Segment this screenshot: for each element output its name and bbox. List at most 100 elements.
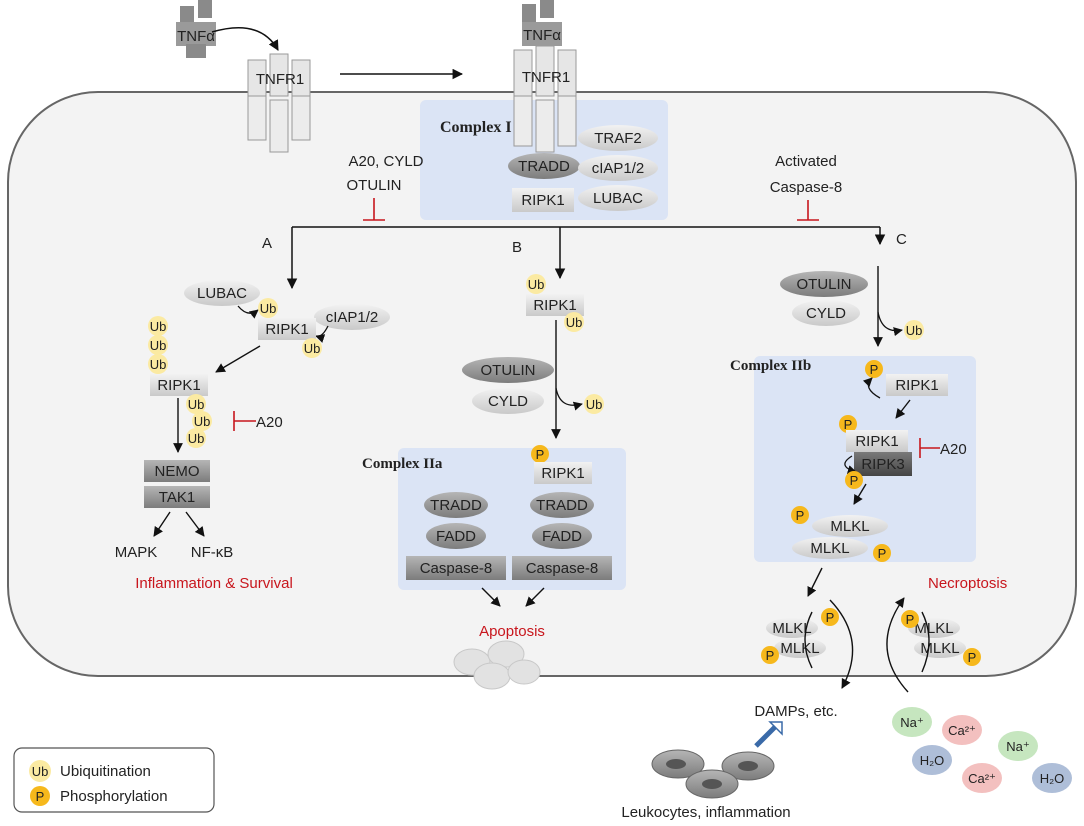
a-lubac: LUBAC bbox=[184, 280, 260, 306]
tnf-ligand-left: TNFα bbox=[176, 0, 216, 58]
a20-inhibit-bar-c bbox=[919, 438, 940, 458]
svg-text:CYLD: CYLD bbox=[488, 393, 528, 410]
svg-text:Caspase-8: Caspase-8 bbox=[526, 560, 599, 577]
b-tradd-left: TRADD bbox=[424, 492, 488, 518]
ub-marker: Ub bbox=[302, 338, 322, 358]
svg-text:RIPK1: RIPK1 bbox=[265, 321, 308, 338]
svg-text:MLKL: MLKL bbox=[810, 540, 849, 557]
a-nemo: NEMO bbox=[144, 460, 210, 482]
svg-text:P: P bbox=[850, 473, 859, 488]
p-marker: P bbox=[839, 415, 857, 433]
svg-text:Na⁺: Na⁺ bbox=[1006, 739, 1029, 754]
ion-ca-2: Ca²⁺ bbox=[962, 763, 1002, 793]
svg-text:TRADD: TRADD bbox=[536, 497, 588, 514]
branch-label-a: A bbox=[262, 235, 272, 252]
svg-text:RIPK3: RIPK3 bbox=[861, 456, 904, 473]
svg-text:Caspase-8: Caspase-8 bbox=[420, 560, 493, 577]
a-ciap: cIAP1/2 bbox=[314, 304, 390, 330]
svg-text:RIPK1: RIPK1 bbox=[533, 297, 576, 314]
svg-text:LUBAC: LUBAC bbox=[593, 190, 643, 207]
inhibit-left-bar bbox=[363, 198, 385, 221]
outcome-inflammation-survival: Inflammation & Survival bbox=[135, 575, 293, 592]
binding-arrow bbox=[211, 27, 279, 51]
damps-label: DAMPs, etc. bbox=[754, 703, 837, 720]
mapk-label: MAPK bbox=[115, 544, 158, 561]
svg-text:Ub: Ub bbox=[194, 414, 211, 429]
svg-text:H₂O: H₂O bbox=[1040, 771, 1065, 786]
svg-text:P: P bbox=[968, 650, 977, 665]
ion-h2o-1: H₂O bbox=[912, 745, 952, 775]
legend-ub-marker: Ub bbox=[32, 764, 49, 779]
ub-marker: Ub bbox=[526, 274, 546, 294]
inhibitor-right-line2: Caspase-8 bbox=[770, 179, 843, 196]
a-ripk1-bottom: RIPK1 bbox=[150, 374, 208, 396]
svg-text:Na⁺: Na⁺ bbox=[900, 715, 923, 730]
a-ripk1-top: RIPK1 bbox=[258, 318, 316, 340]
tnfr1-receptor-bound: TNFR1 bbox=[513, 45, 577, 153]
svg-text:FADD: FADD bbox=[436, 528, 476, 545]
nfkb-label: NF-κB bbox=[191, 544, 234, 561]
tnf-label-left: TNFα bbox=[177, 28, 215, 45]
c-ripk1-top: RIPK1 bbox=[886, 374, 948, 396]
svg-text:MLKL: MLKL bbox=[830, 518, 869, 535]
inhibitor-left-line2: OTULIN bbox=[346, 177, 401, 194]
ub-marker: Ub bbox=[186, 428, 206, 448]
b-tradd-right: TRADD bbox=[530, 492, 594, 518]
b-cyld: CYLD bbox=[472, 388, 544, 414]
b-ripk1-complex: RIPK1 bbox=[534, 462, 592, 484]
svg-text:MLKL: MLKL bbox=[914, 620, 953, 637]
svg-text:P: P bbox=[766, 648, 775, 663]
membrane-mlkl-right: MLKL MLKL bbox=[908, 618, 966, 658]
complex-i-traf2: TRAF2 bbox=[578, 125, 658, 151]
c-cyld: CYLD bbox=[792, 300, 860, 326]
svg-text:Ub: Ub bbox=[150, 357, 167, 372]
inhibitor-left-line1: A20, CYLD bbox=[348, 153, 423, 170]
legend-p-marker: P bbox=[36, 789, 45, 804]
tnfr1-label-left: TNFR1 bbox=[256, 71, 304, 88]
svg-text:Ub: Ub bbox=[586, 397, 603, 412]
svg-text:FADD: FADD bbox=[542, 528, 582, 545]
ub-marker: Ub bbox=[186, 394, 206, 414]
a20-label-c: A20 bbox=[940, 441, 967, 458]
tnf-ligand-bound: TNFα bbox=[522, 0, 562, 46]
svg-text:TAK1: TAK1 bbox=[159, 489, 195, 506]
svg-text:Ub: Ub bbox=[260, 301, 277, 316]
ub-marker: Ub bbox=[148, 335, 168, 355]
ub-marker: Ub bbox=[564, 312, 584, 332]
ub-marker: Ub bbox=[148, 316, 168, 336]
p-marker: P bbox=[845, 471, 863, 489]
complex-i-title: Complex I bbox=[440, 119, 512, 136]
legend: Ub Ubiquitination P Phosphorylation bbox=[13, 747, 215, 813]
outcome-apoptosis: Apoptosis bbox=[479, 623, 545, 640]
c-ripk1-mid: RIPK1 bbox=[846, 430, 908, 452]
svg-text:cIAP1/2: cIAP1/2 bbox=[326, 309, 379, 326]
p-marker: P bbox=[531, 445, 549, 463]
svg-text:RIPK1: RIPK1 bbox=[541, 465, 584, 482]
svg-text:P: P bbox=[878, 546, 887, 561]
svg-text:TRADD: TRADD bbox=[518, 158, 570, 175]
ub-marker: Ub bbox=[904, 320, 924, 340]
branch-label-c: C bbox=[896, 231, 907, 248]
svg-text:TRADD: TRADD bbox=[430, 497, 482, 514]
svg-text:P: P bbox=[906, 612, 915, 627]
b-caspase8-right: Caspase-8 bbox=[512, 556, 612, 580]
ub-marker: Ub bbox=[192, 411, 212, 431]
svg-text:CYLD: CYLD bbox=[806, 305, 846, 322]
svg-text:Ca²⁺: Ca²⁺ bbox=[948, 723, 976, 738]
tnfr1-receptor-left: TNFR1 bbox=[247, 53, 311, 153]
svg-text:P: P bbox=[826, 610, 835, 625]
svg-text:TRAF2: TRAF2 bbox=[594, 130, 642, 147]
complex-i-lubac: LUBAC bbox=[578, 185, 658, 211]
svg-text:Ub: Ub bbox=[150, 338, 167, 353]
c-otulin: OTULIN bbox=[780, 271, 868, 297]
svg-text:MLKL: MLKL bbox=[780, 640, 819, 657]
c-mlkl-bottom: MLKL bbox=[792, 537, 868, 559]
c-mlkl-top: MLKL bbox=[812, 515, 888, 537]
ub-marker: Ub bbox=[584, 394, 604, 414]
svg-text:Ub: Ub bbox=[188, 431, 205, 446]
leukocytes bbox=[651, 749, 775, 799]
ub-marker: Ub bbox=[148, 354, 168, 374]
svg-text:MLKL: MLKL bbox=[772, 620, 811, 637]
p-marker: P bbox=[963, 648, 981, 666]
